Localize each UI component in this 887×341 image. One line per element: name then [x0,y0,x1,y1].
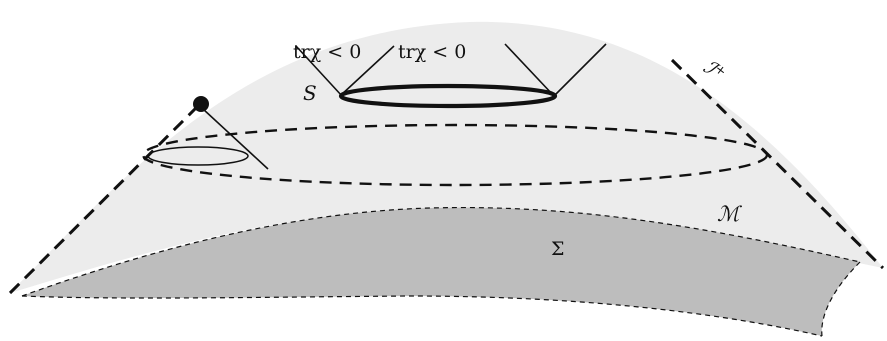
sigma-lower-boundary [21,295,823,337]
label-trchibar: trχ < 0 [398,41,466,63]
left-null-boundary [8,102,202,295]
small-sphere [147,146,249,166]
label-trchi: trχ < 0 [293,41,361,63]
cone-line-right [553,43,607,97]
endpoint-dot [193,96,209,112]
sigma-upper-boundary [21,207,861,297]
scri-plus-boundary [670,58,885,270]
label-sigma: Σ [551,238,564,260]
dashed-ellipse [141,123,769,187]
label-trchibar-tr: tr [398,41,416,63]
label-s: S [303,81,317,105]
cone-line-inner-left [339,45,395,97]
label-m: ℳ [717,202,743,226]
outgoing-null-line [202,108,269,170]
label-scri-plus: ℐ+ [699,55,730,86]
initial-slice-sigma [22,207,860,336]
cone-line-inner-right [504,43,555,97]
trapped-surface-s [338,83,558,109]
cone-line-left [295,45,343,97]
label-trchibar-chi: χ [415,41,427,63]
sigma-right-edge [821,261,861,337]
label-trchibar-rest: < 0 [426,41,466,63]
